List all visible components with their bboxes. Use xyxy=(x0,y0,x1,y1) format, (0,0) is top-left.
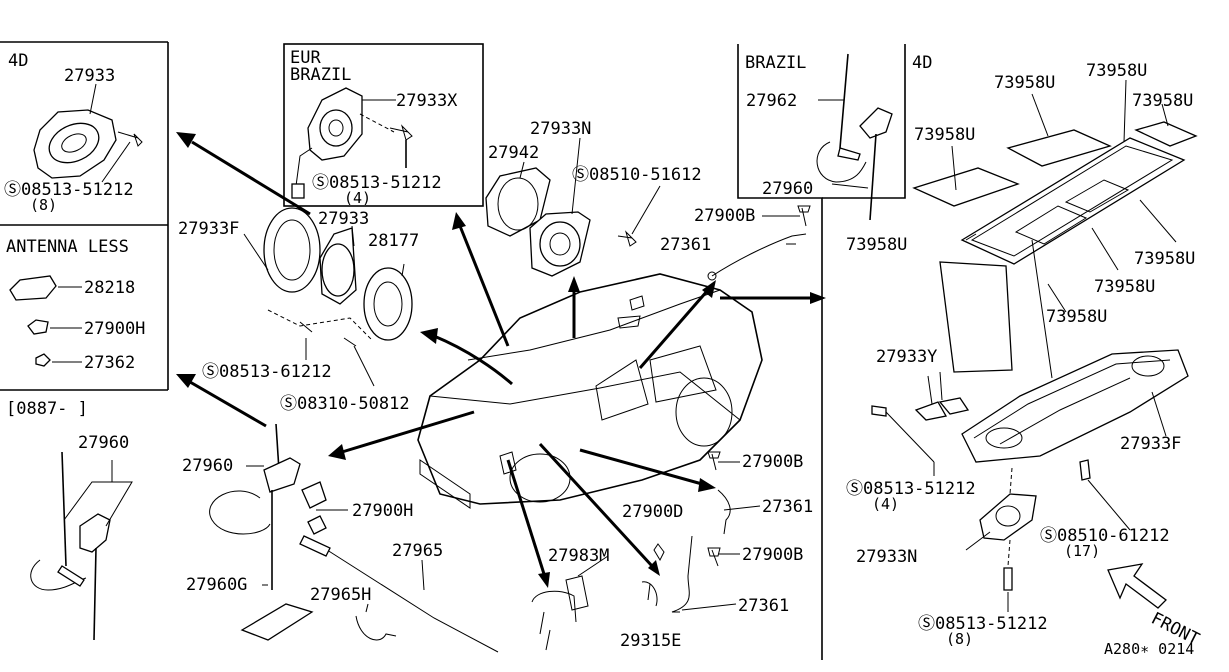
part-label: (8) xyxy=(30,196,57,214)
section-4d-left: 4D xyxy=(8,51,28,71)
part-label: 73958U xyxy=(1132,91,1193,111)
part-label: Ⓢ08510-61212 xyxy=(1040,526,1170,546)
part-label: 73958U xyxy=(1086,61,1147,81)
part-label: Ⓢ08513-51212 xyxy=(312,173,442,193)
part-label: Ⓢ08513-51212 xyxy=(918,614,1048,634)
part-label: 29315E xyxy=(620,631,681,651)
part-label: 27900D xyxy=(622,502,683,522)
dash-speaker-drawing xyxy=(485,167,637,277)
front-speaker-drawing xyxy=(263,207,413,347)
part-label: (17) xyxy=(1064,542,1100,560)
vehicle-body-drawing xyxy=(417,273,763,509)
section-brazil: BRAZIL xyxy=(745,53,806,73)
part-label: 27900H xyxy=(84,319,145,339)
part-label: 27962 xyxy=(746,91,797,111)
part-label: 27933X xyxy=(396,91,458,111)
rear-speaker-drawing xyxy=(33,109,143,179)
part-label: 73958U xyxy=(1046,307,1107,327)
section-date-code: [0887- ] xyxy=(6,399,88,419)
antenna-cable-drawing xyxy=(531,205,811,651)
section-antenna-less: ANTENNA LESS xyxy=(6,237,129,257)
front-direction-icon xyxy=(1107,563,1167,609)
part-label: 27942 xyxy=(488,143,539,163)
panel-borders xyxy=(0,41,906,660)
eur-speaker-drawing xyxy=(291,87,413,199)
part-label: 27933N xyxy=(530,119,591,139)
part-label: 73958U xyxy=(1094,277,1155,297)
part-label: 27361 xyxy=(738,596,789,616)
part-label: 27960 xyxy=(78,433,129,453)
part-label: 27933F xyxy=(1120,434,1181,454)
part-label: (4) xyxy=(872,495,899,513)
part-label: 27900B xyxy=(742,545,803,565)
part-label: 27960G xyxy=(186,575,247,595)
callout-arrows xyxy=(176,132,826,588)
roof-panels-drawing xyxy=(912,121,1198,373)
antenna-cap-drawing xyxy=(9,275,57,367)
headliner-trim-drawing xyxy=(871,349,1189,591)
antenna-assembly-left-drawing xyxy=(30,451,111,641)
part-label: 73958U xyxy=(1134,249,1195,269)
part-label: 27983M xyxy=(548,546,609,566)
section-eur-brazil: BRAZIL xyxy=(290,65,351,85)
part-label: 27960 xyxy=(762,179,813,199)
part-label: 27361 xyxy=(762,497,813,517)
part-labels: 27933 Ⓢ08513-51212 (8) 28218 27900H 2736… xyxy=(4,61,1195,658)
part-label: 27900H xyxy=(352,501,413,521)
part-label: Ⓢ08513-61212 xyxy=(202,362,332,382)
brazil-antenna-drawing xyxy=(816,53,893,221)
part-label: Ⓢ08310-50812 xyxy=(280,394,410,414)
antenna-assembly-center-drawing xyxy=(209,423,499,653)
part-label: 27933 xyxy=(64,66,115,86)
part-label: 28218 xyxy=(84,278,135,298)
part-label: (4) xyxy=(344,189,371,207)
part-label: 27361 xyxy=(660,235,711,255)
part-label: 73958U xyxy=(994,73,1055,93)
section-4d-right: 4D xyxy=(912,53,932,73)
part-label: 27933 xyxy=(318,209,369,229)
part-label: 27362 xyxy=(84,353,135,373)
part-label: 27900B xyxy=(742,452,803,472)
part-label: 27933N xyxy=(856,547,917,567)
part-label: 27960 xyxy=(182,456,233,476)
part-label: 27965H xyxy=(310,585,371,605)
part-label: (8) xyxy=(946,630,973,648)
part-label: 27900B xyxy=(694,206,755,226)
part-label: 27933F xyxy=(178,219,239,239)
section-eur: EUR xyxy=(290,48,321,68)
part-label: Ⓢ08510-51612 xyxy=(572,165,702,185)
part-label: 28177 xyxy=(368,231,419,251)
part-label: Ⓢ08513-51212 xyxy=(4,180,134,200)
part-label: 73958U xyxy=(846,235,907,255)
part-label: 27965 xyxy=(392,541,443,561)
part-label: 73958U xyxy=(914,125,975,145)
part-label: Ⓢ08513-51212 xyxy=(846,479,976,499)
diagram-code: A280∗ 0214 xyxy=(1104,640,1194,658)
part-label: 27933Y xyxy=(876,347,937,367)
